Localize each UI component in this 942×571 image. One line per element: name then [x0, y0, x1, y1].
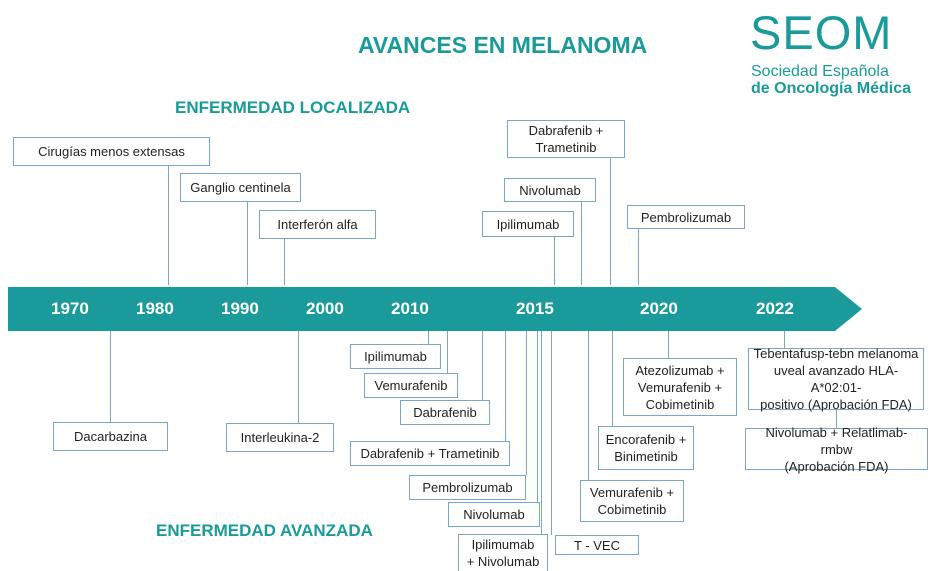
event-ate-adv: Atezolizumab + Vemurafenib + Cobimetinib	[623, 358, 737, 416]
timeline-arrow	[8, 287, 862, 331]
event-interleukina-label: Interleukina-2	[240, 430, 320, 445]
event-tvec-adv-label: T - VEC	[574, 537, 620, 553]
event-ipilimumab-label: Ipilimumab	[496, 216, 560, 232]
event-vem-cob-line2: Cobimetinib	[597, 502, 667, 517]
event-vemurafenib-adv-label: Vemurafenib	[374, 378, 448, 393]
event-ipi-nivo-line1: Ipilimumab	[471, 537, 535, 552]
year-2015: 2015	[516, 299, 554, 318]
event-nivolumab-adv-label: Nivolumab	[463, 507, 525, 522]
event-nivolumab-label: Nivolumab	[519, 182, 581, 198]
connector-dabrafenib-adv	[482, 331, 483, 400]
event-enc-bin-line2: Binimetinib	[614, 449, 678, 464]
connector-vem-cob-adv	[588, 331, 589, 480]
event-ate-line3: Cobimetinib	[645, 396, 715, 412]
connector-teb-adv	[784, 331, 785, 348]
localized-heading: ENFERMEDAD LOCALIZADA	[175, 98, 411, 117]
event-enc-bin-line1: Encorafenib +	[605, 432, 687, 447]
event-ipi-nivo-adv: Ipilimumab + Nivolumab	[458, 534, 548, 571]
event-teb-line1: Tebentafusp-tebn melanoma	[753, 346, 919, 361]
event-pembrolizumab-adv: Pembrolizumab	[409, 475, 526, 500]
event-rel-line1: Nivolumab + Relatlimab-rmbw	[765, 424, 908, 457]
event-ganglio-label: Ganglio centinela	[190, 180, 291, 195]
connector-pembrolizumab-adv	[526, 331, 527, 475]
event-rel-line2: (Aprobación FDA)	[784, 458, 889, 474]
event-dab-tram-line1: Dabrafenib +	[528, 123, 604, 138]
event-dab-tram-line2: Trametinib	[535, 140, 597, 155]
event-enc-bin-adv: Encorafenib + Binimetinib	[598, 426, 694, 470]
connector-interferon	[284, 239, 285, 285]
year-2010: 2010	[391, 299, 429, 318]
connector-pembrolizumab	[638, 228, 639, 285]
page-title: AVANCES EN MELANOMA	[358, 32, 648, 58]
connector-rel-adv	[836, 410, 837, 428]
connector-dab-tram-adv	[505, 331, 506, 441]
event-dab-tram-adv: Dabrafenib + Trametinib	[350, 441, 510, 466]
connector-ganglio	[247, 201, 248, 285]
event-pembrolizumab-adv-label: Pembrolizumab	[422, 480, 513, 495]
event-teb-line3: positivo (Aprobación FDA)	[760, 397, 912, 412]
connector-vemurafenib-adv	[447, 331, 448, 373]
connector-nivolumab	[581, 202, 582, 285]
event-interferon: Interferón alfa	[259, 210, 376, 239]
event-ate-line1: Atezolizumab +	[635, 362, 725, 378]
event-tvec-adv: T - VEC	[555, 535, 639, 555]
logo-name: SEOM	[750, 6, 893, 59]
event-pembrolizumab-label: Pembrolizumab	[640, 209, 732, 225]
advanced-heading: ENFERMEDAD AVANZADA	[156, 521, 373, 540]
year-1970: 1970	[51, 299, 89, 318]
event-ipilimumab-adv: Ipilimumab	[350, 344, 441, 369]
connector-ipilimumab	[554, 237, 555, 285]
event-ipilimumab-localized: Ipilimumab	[482, 211, 574, 237]
connector-ipilimumab-adv	[428, 331, 429, 345]
year-2020: 2020	[640, 299, 678, 318]
logo-line1: Sociedad Española	[751, 63, 889, 80]
event-teb-line2: uveal avanzado HLA-A*02:01-	[773, 363, 899, 395]
connector-cirugias	[168, 166, 169, 285]
event-interleukina: Interleukina-2	[226, 423, 334, 452]
event-rel-adv: Nivolumab + Relatlimab-rmbw (Aprobación …	[745, 425, 928, 474]
event-dabrafenib-adv-label: Dabrafenib	[413, 405, 477, 420]
event-teb-adv: Tebentafusp-tebn melanoma uveal avanzado…	[748, 346, 924, 412]
event-vem-cob-adv: Vemurafenib + Cobimetinib	[580, 480, 684, 522]
year-1990: 1990	[221, 299, 259, 318]
event-pembrolizumab-localized: Pembrolizumab	[627, 205, 745, 229]
event-nivolumab-localized: Nivolumab	[504, 178, 596, 202]
event-ipilimumab-adv-label: Ipilimumab	[364, 349, 427, 364]
year-1980: 1980	[136, 299, 174, 318]
event-ate-line2: Vemurafenib +	[637, 379, 723, 395]
connector-nivolumab-adv	[537, 331, 538, 502]
connector-enc-bin-adv	[612, 331, 613, 426]
connector-interleukina	[298, 331, 299, 423]
event-cirugias: Cirugías menos extensas	[13, 137, 210, 166]
connector-ipi-nivo-adv	[541, 331, 542, 534]
event-vemurafenib-adv: Vemurafenib	[364, 373, 458, 398]
connector-dab-tram	[610, 158, 611, 285]
event-nivolumab-adv: Nivolumab	[448, 502, 540, 527]
logo-line2: de Oncología Médica	[751, 80, 912, 97]
year-2022: 2022	[756, 299, 794, 318]
event-vem-cob-line1: Vemurafenib +	[589, 485, 675, 500]
connector-ate-adv	[668, 331, 669, 358]
timeline-arrow-shape	[8, 287, 862, 331]
event-dabrafenib-adv: Dabrafenib	[400, 400, 490, 425]
event-ganglio: Ganglio centinela	[180, 173, 301, 202]
connector-dacarbazina	[110, 331, 111, 422]
event-cirugias-label: Cirugías menos extensas	[38, 144, 185, 159]
event-ipi-nivo-line2: + Nivolumab	[466, 554, 540, 569]
connector-tvec-adv	[551, 331, 552, 535]
event-dacarbazina: Dacarbazina	[53, 422, 168, 451]
event-dab-tram-localized: Dabrafenib + Trametinib	[507, 120, 625, 158]
event-dab-tram-adv-label: Dabrafenib + Trametinib	[360, 446, 500, 461]
event-interferon-label: Interferón alfa	[277, 217, 358, 232]
year-2000: 2000	[306, 299, 344, 318]
event-dacarbazina-label: Dacarbazina	[74, 429, 147, 444]
